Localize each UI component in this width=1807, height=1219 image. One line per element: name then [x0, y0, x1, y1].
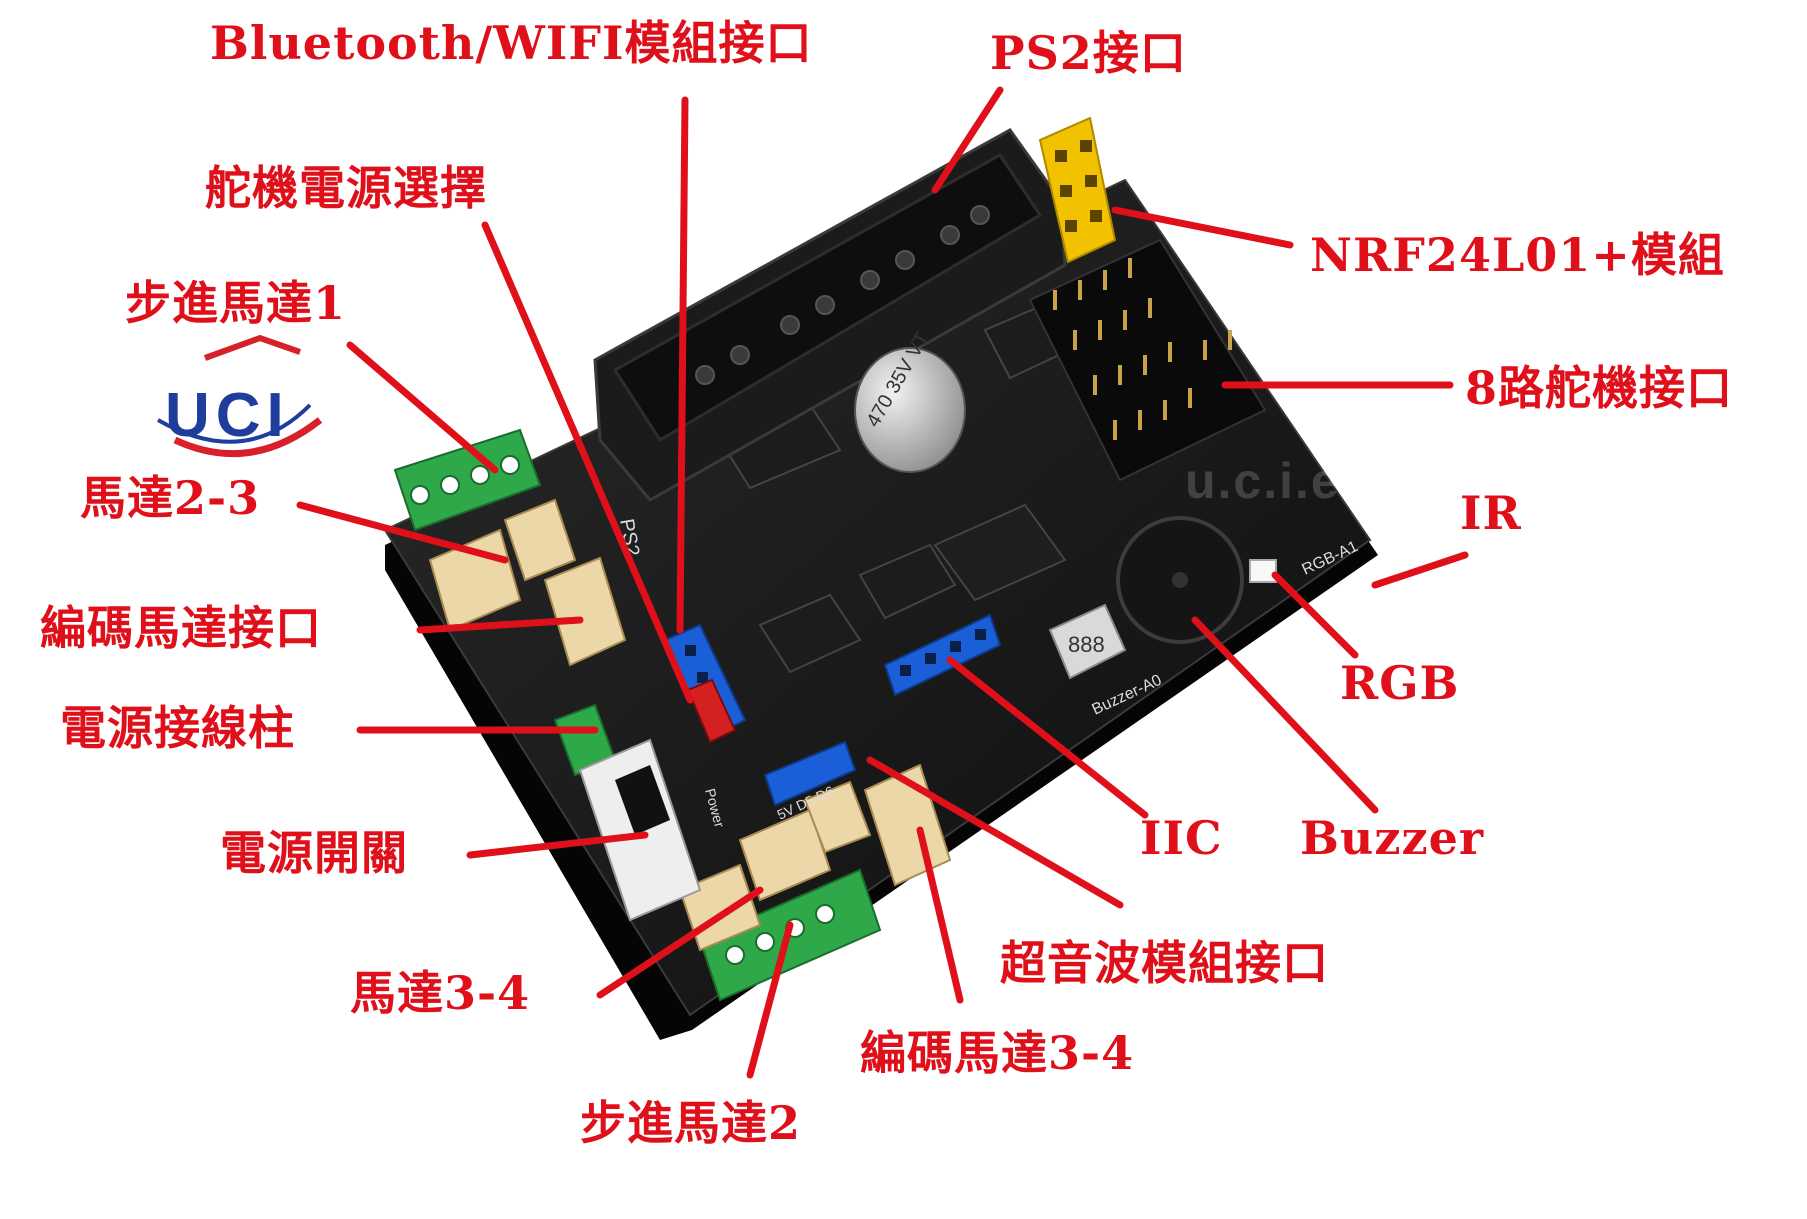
arrow-ps2 — [931, 86, 1004, 194]
label-servo8: 8路舵機接口 — [1465, 361, 1734, 415]
label-encoder-motor34: 編碼馬達3-4 — [860, 1026, 1135, 1080]
label-servo-power: 舵機電源選擇 — [205, 161, 487, 215]
arrow-encoder — [416, 616, 584, 634]
label-power-terminal: 電源接線柱 — [60, 701, 295, 755]
label-encoder-motor: 編碼馬達接口 — [40, 601, 322, 655]
callout-arrows — [296, 86, 1469, 1079]
label-motor34: 馬達3-4 — [350, 966, 531, 1020]
circuit-board: 470 35V VT — [383, 116, 1378, 1040]
label-nrf24l01: NRF24L01+模組 — [1310, 228, 1725, 282]
label-bluetooth-wifi: Bluetooth/WIFI模組接口 — [210, 16, 813, 70]
arrow-stepper2 — [746, 921, 794, 1079]
watermark-text: u.c.i.electronic — [1185, 453, 1568, 509]
arrow-motor34 — [596, 886, 764, 999]
label-rgb: RGB — [1340, 656, 1460, 710]
arrow-motor23 — [296, 501, 509, 564]
arrow-bluetooth — [676, 96, 689, 634]
arrow-power-switch — [466, 831, 649, 859]
label-stepper2: 步進馬達2 — [580, 1096, 802, 1150]
arrow-nrf — [1111, 206, 1294, 249]
label-iic: IIC — [1140, 811, 1223, 865]
arrow-ultrasonic — [866, 756, 1124, 909]
arrow-stepper1 — [346, 341, 499, 474]
arrow-servo-power — [481, 221, 694, 704]
label-stepper1: 步進馬達1 — [125, 276, 347, 330]
uci-logo-text: UCI — [165, 381, 290, 450]
uci-logo-icon — [157, 334, 323, 458]
arrow-encoder34 — [916, 826, 964, 1004]
arrow-buzzer — [1191, 616, 1379, 814]
arrow-rgb — [1271, 571, 1359, 659]
label-buzzer: Buzzer — [1300, 811, 1485, 865]
label-ir: IR — [1460, 486, 1522, 540]
label-power-switch: 電源開關 — [220, 826, 408, 880]
arrow-ir — [1371, 551, 1469, 589]
arrow-iic — [946, 656, 1149, 819]
label-motor23: 馬達2-3 — [80, 471, 261, 525]
label-ultrasonic: 超音波模組接口 — [1000, 936, 1329, 990]
label-ps2: PS2接口 — [990, 26, 1187, 80]
crystal-marking: 888 — [1068, 632, 1105, 657]
